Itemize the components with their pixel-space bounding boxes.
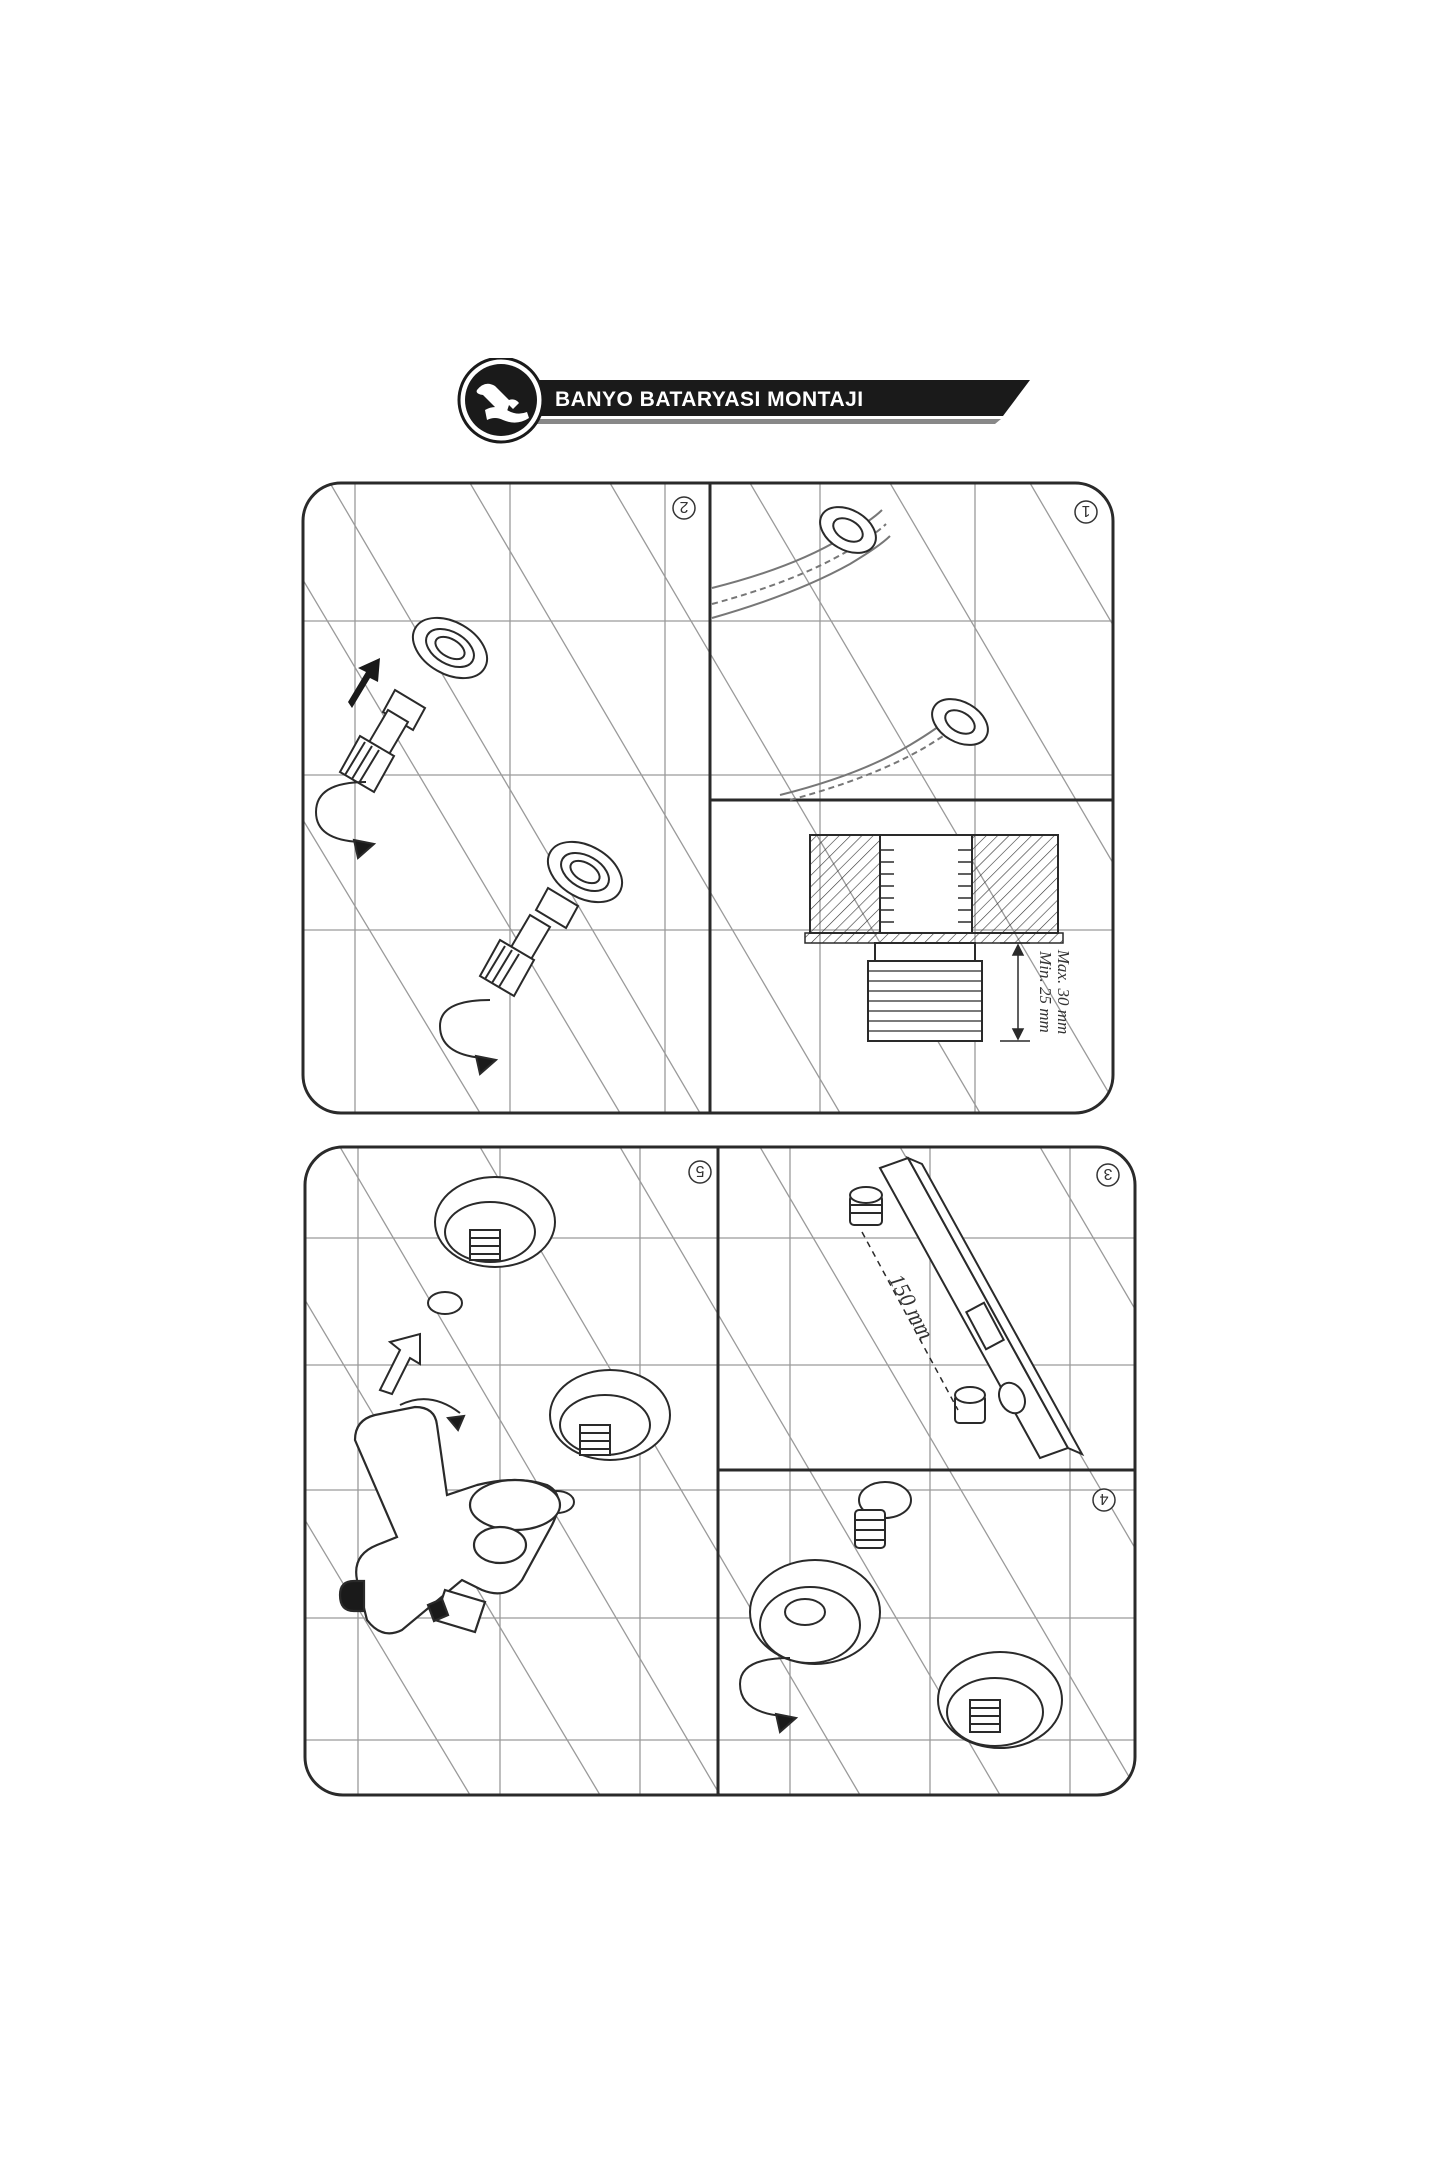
rosette-cover-left — [749, 1559, 881, 1665]
panel-step-5: 5 — [338, 1160, 712, 1635]
mixer-body — [338, 1405, 562, 1635]
header-banner: BANYO BATARYASI MONTAJI — [455, 358, 1040, 450]
step-badge-5 — [688, 1160, 712, 1184]
thread-in-wall — [880, 849, 972, 923]
washer-top — [427, 1291, 463, 1315]
wall-inlet-top — [819, 506, 877, 554]
dimension-line — [1000, 942, 1030, 1042]
step-badge-2 — [672, 496, 696, 520]
rosette-top — [434, 1176, 556, 1268]
push-arrow-icon — [348, 658, 380, 708]
rotate-arrow-icon — [438, 999, 499, 1076]
rotate-arrow-icon — [378, 1332, 466, 1432]
wall-inlet-bottom — [931, 698, 989, 746]
header-banner-shape — [457, 358, 1030, 444]
step-badge-3 — [1096, 1163, 1120, 1187]
eccentric-fitting-bottom — [478, 840, 623, 998]
panel-step-3: 3 150 mm — [849, 1155, 1120, 1460]
step-number-2: 2 — [679, 498, 688, 515]
rosette-cover-right — [937, 1651, 1063, 1749]
step-number-3: 3 — [1103, 1165, 1112, 1182]
fitting-collar — [874, 942, 976, 962]
header-title: BANYO BATARYASI MONTAJI — [555, 388, 864, 411]
spacing-label: 150 mm — [884, 1270, 939, 1344]
step-badge-1 — [1074, 500, 1098, 524]
eccentric-fitting-top — [338, 616, 488, 794]
step-number-4: 4 — [1099, 1490, 1108, 1507]
tile-layer — [804, 932, 1064, 944]
wall-pipe-bottom — [779, 716, 965, 801]
upper-board — [301, 481, 1115, 1115]
fitting-with-inlet — [854, 1481, 912, 1549]
step-number-5: 5 — [695, 1162, 704, 1179]
panel-step-1: 1 — [711, 500, 1098, 801]
rosette-bottom — [549, 1369, 671, 1461]
wrench-hand-icon — [476, 383, 529, 423]
min-length-label: Min. 25 mm — [1036, 950, 1055, 1033]
step-badge-4 — [1092, 1488, 1116, 1512]
spacing-line — [861, 1231, 959, 1411]
spirit-level — [878, 1155, 1085, 1460]
rotate-arrow-icon — [738, 1657, 799, 1734]
panel-step-4: 4 — [738, 1481, 1116, 1749]
tile-grid-upper — [303, 483, 1113, 1113]
max-length-label: Max. 30 mm — [1054, 949, 1073, 1035]
fitting-bottom-level — [954, 1386, 986, 1424]
rotate-arrow-icon — [314, 781, 377, 860]
step-number-1: 1 — [1081, 502, 1090, 519]
panel-section-detail: Min. 25 mm Max. 30 mm — [804, 834, 1073, 1042]
fitting-top-level — [849, 1186, 883, 1226]
panel-step-2: 2 — [314, 496, 696, 1076]
